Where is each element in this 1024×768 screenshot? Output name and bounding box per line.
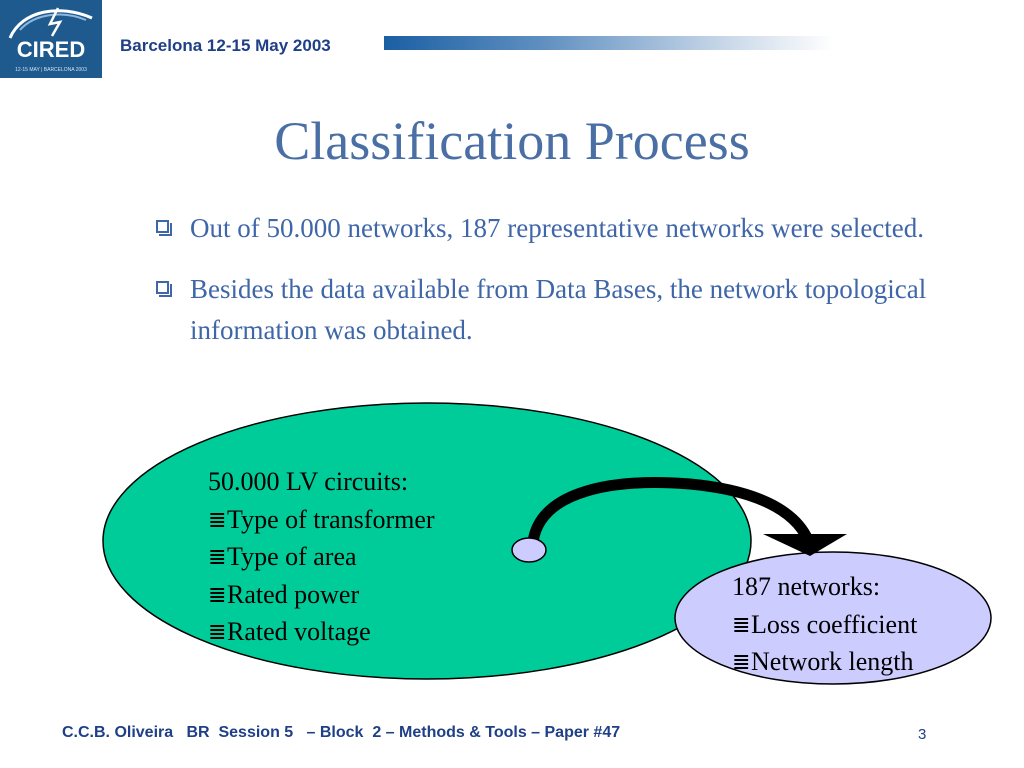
logo-wordmark: CIRED [17,37,85,62]
logo-subtext: 12-15 MAY | BARCELONA 2003 [15,67,87,73]
lv-circuits-text: 50.000 LV circuits: ≣Type of transformer… [208,463,435,651]
list-item: ≣Rated power [208,576,435,614]
cired-logo: CIRED 12-15 MAY | BARCELONA 2003 [0,0,102,78]
bullet-text: Besides the data available from Data Bas… [190,274,927,345]
page-number: 3 [918,726,927,743]
header-gradient-bar [384,36,834,50]
lv-circuits-heading: 50.000 LV circuits: [208,467,409,496]
bullet-text: Out of 50.000 networks, 187 representati… [190,213,925,243]
list-marker-icon: ≣ [208,581,227,607]
arrow-origin-dot [511,537,547,563]
slide-title: Classification Process [274,111,750,171]
footer-text: C.C.B. Oliveira BR Session 5 – Block 2 –… [62,724,621,741]
list-marker-icon: ≣ [732,611,751,637]
list-item: ≣Type of transformer [208,501,435,539]
list-item: ≣Type of area [208,538,435,576]
bullet-item: Besides the data available from Data Bas… [150,269,950,351]
list-marker-icon: ≣ [208,544,227,569]
networks-text: 187 networks: ≣Loss coefficient ≣Network… [732,568,917,681]
list-marker-icon: ≣ [208,619,227,644]
checkbox-bullet-icon [156,281,172,297]
list-item: ≣Loss coefficient [732,606,917,644]
bullet-item: Out of 50.000 networks, 187 representati… [150,208,950,249]
curved-arrow [527,477,814,548]
event-label: Barcelona 12-15 May 2003 [120,36,331,55]
list-item: ≣Network length [732,643,917,681]
checkbox-bullet-icon [156,220,172,236]
networks-heading: 187 networks: [732,572,881,601]
list-marker-icon: ≣ [208,506,227,532]
bullet-list: Out of 50.000 networks, 187 representati… [150,208,950,371]
list-item: ≣Rated voltage [208,613,435,651]
list-marker-icon: ≣ [732,649,751,674]
arrow-head-icon [763,534,847,556]
